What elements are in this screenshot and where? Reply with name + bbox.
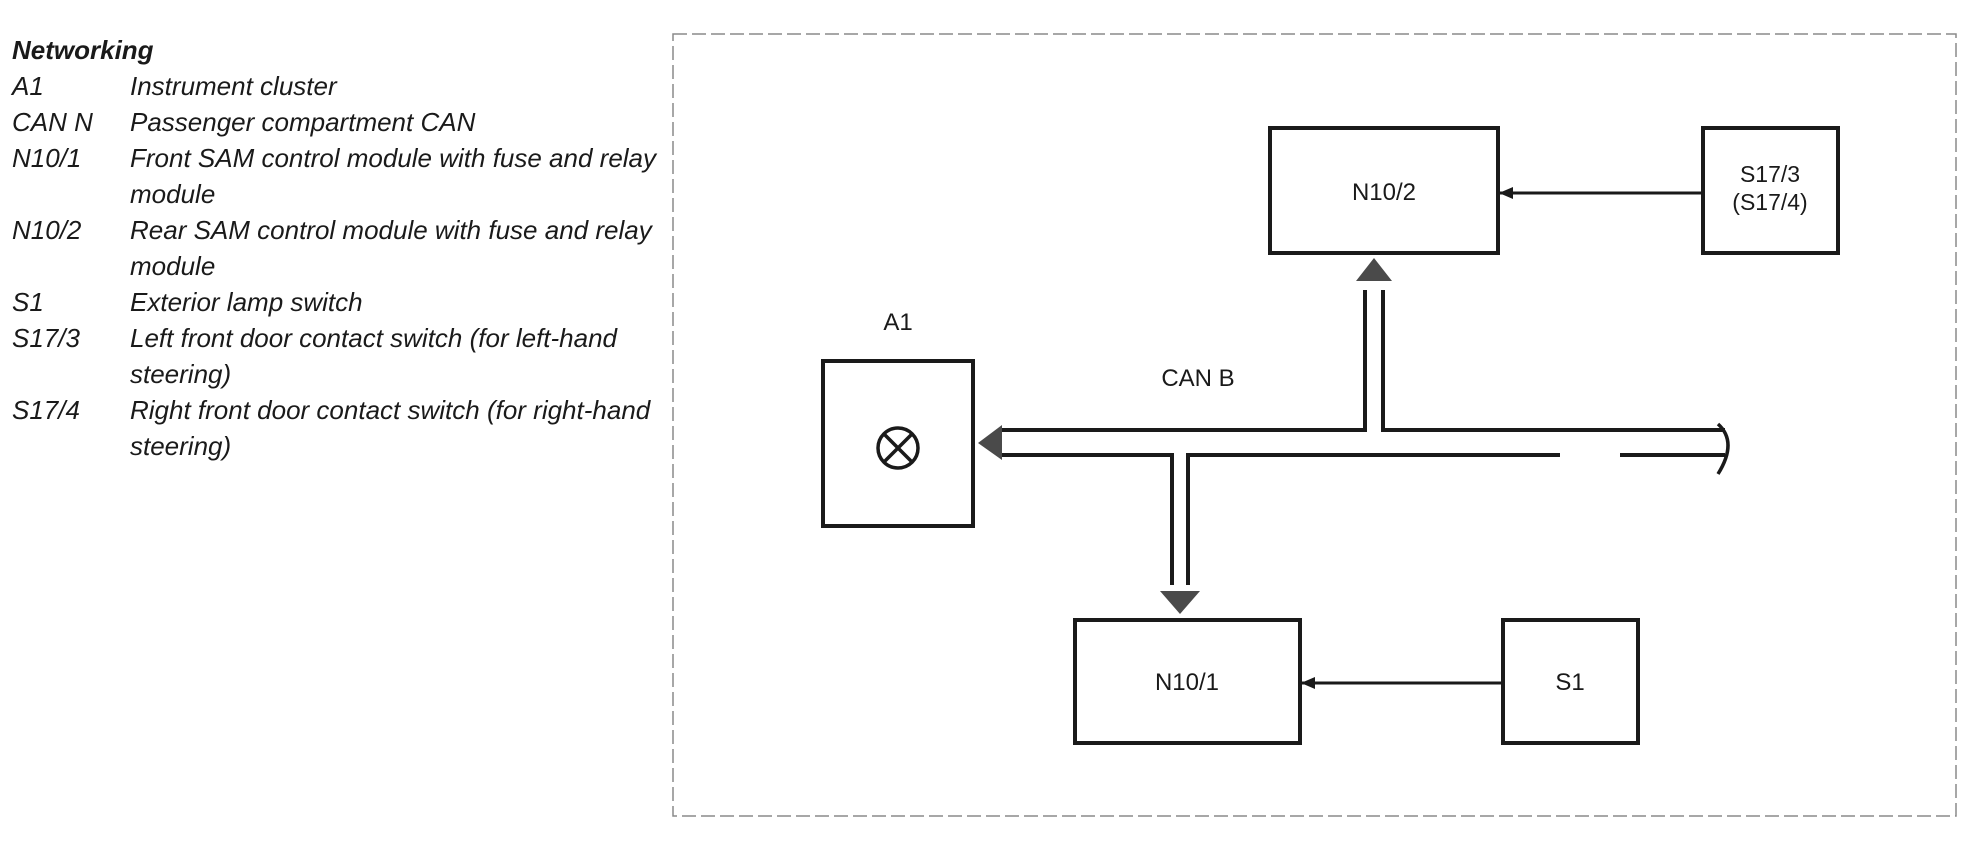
legend-description: Front SAM control module with fuse and r… [130,143,657,209]
n10-2-label: N10/2 [1352,179,1416,206]
legend-code: S1 [12,287,44,317]
legend-code: A1 [12,71,44,101]
s17-box [1701,126,1840,255]
legend-code: S17/3 [12,323,80,353]
legend-code: N10/1 [12,143,82,173]
bus-arrow-to-a1 [978,425,1002,460]
a1-box [821,359,975,528]
legend-item-n10-2: N10/2 Rear SAM control module with fuse … [12,212,672,284]
n10-1-box [1073,618,1302,745]
legend-item-s17-4: S17/4 Right front door contact switch (f… [12,392,672,464]
diagram-frame [672,33,1957,817]
legend: Networking A1 Instrument cluster CAN N P… [12,34,672,464]
legend-description: Rear SAM control module with fuse and re… [130,215,652,281]
s17-4-label: (S17/4) [1732,189,1807,215]
legend-item-a1: A1 Instrument cluster [12,68,672,104]
n10-2-box [1268,126,1500,255]
legend-item-s1: S1 Exterior lamp switch [12,284,672,320]
bus-arrow-to-n10-1 [1160,591,1200,614]
a1-label: A1 [883,309,912,336]
s17-3-label: S17/3 [1740,161,1800,187]
legend-description: Right front door contact switch (for rig… [130,395,651,461]
can-b-label: CAN B [1161,365,1234,392]
legend-description: Left front door contact switch (for left… [130,323,618,389]
lamp-indicator-icon [876,426,920,470]
legend-description: Instrument cluster [130,71,337,101]
bus-arrow-to-n10-2 [1356,258,1392,281]
s1-label: S1 [1555,669,1584,696]
can-b-bus [1000,290,1730,585]
legend-description: Passenger compartment CAN [130,107,476,137]
n10-1-label: N10/1 [1155,669,1219,696]
legend-code: N10/2 [12,215,82,245]
legend-code: S17/4 [12,395,80,425]
legend-title: Networking [12,35,154,65]
legend-item-can-n: CAN N Passenger compartment CAN [12,104,672,140]
legend-item-s17-3: S17/3 Left front door contact switch (fo… [12,320,672,392]
legend-item-n10-1: N10/1 Front SAM control module with fuse… [12,140,672,212]
legend-description: Exterior lamp switch [130,287,363,317]
legend-code: CAN N [12,107,93,137]
